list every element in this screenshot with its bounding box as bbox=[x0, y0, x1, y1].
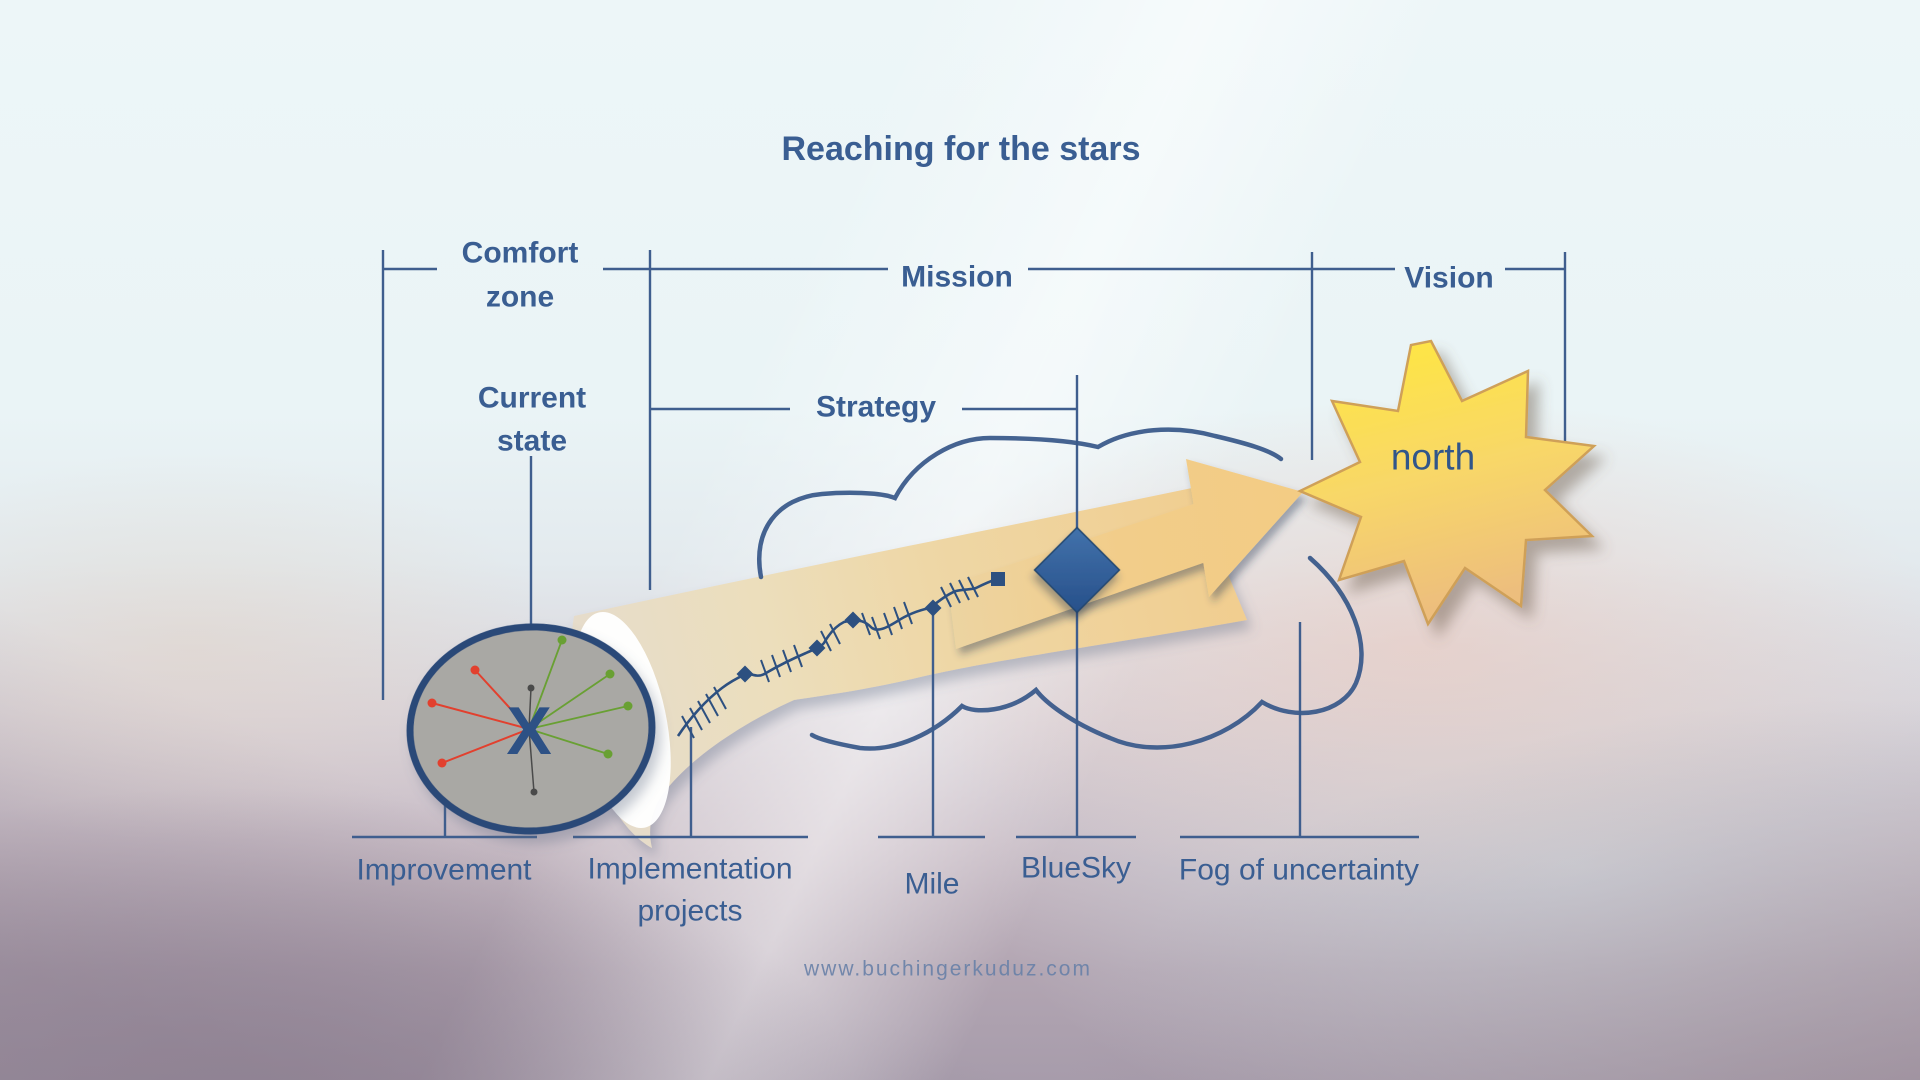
north-label: north bbox=[1391, 437, 1475, 478]
bracket-label-strategy: Strategy bbox=[816, 391, 936, 424]
bracket-label-comfort: Comfort bbox=[462, 237, 579, 270]
website-url: www.buchingerkuduz.com bbox=[803, 958, 1092, 981]
milestone-diamond bbox=[808, 639, 826, 657]
bracket-label-mission: Mission bbox=[901, 261, 1013, 294]
bracket-lines bbox=[381, 250, 1567, 700]
page-title: Reaching for the stars bbox=[782, 130, 1141, 168]
spoke-dots bbox=[427, 635, 633, 796]
label-state: state bbox=[497, 425, 567, 458]
label-fog-of-uncertainty: Fog of uncertainty bbox=[1179, 854, 1419, 887]
comfort-zone-ellipse-group: X bbox=[406, 623, 656, 835]
milestone-diamond bbox=[924, 599, 942, 617]
milestone-end-square bbox=[991, 572, 1005, 586]
improvement-spokes bbox=[431, 639, 629, 793]
arrow-head bbox=[1186, 459, 1303, 597]
north-star-group: north bbox=[1296, 339, 1597, 627]
bracket-label-zone: zone bbox=[486, 281, 554, 314]
milestone-diamond bbox=[736, 665, 754, 683]
cloud-top-edge bbox=[757, 427, 1284, 580]
label-projects: projects bbox=[637, 895, 742, 928]
cloud-bottom-edge bbox=[809, 555, 1364, 751]
cloud-outline bbox=[757, 427, 1364, 751]
label-mile: Mile bbox=[904, 868, 959, 901]
label-bluesky: BlueSky bbox=[1021, 852, 1131, 885]
bluesky-diamond bbox=[1033, 526, 1121, 614]
milestone-path bbox=[676, 572, 1005, 739]
label-improvement: Improvement bbox=[356, 854, 532, 887]
milestone-markers bbox=[736, 572, 1005, 683]
hatch-marks bbox=[681, 576, 979, 739]
current-state-x-marker: X bbox=[506, 693, 551, 769]
label-current: Current bbox=[478, 382, 586, 415]
milestone-diamond bbox=[844, 611, 862, 629]
north-star bbox=[1296, 339, 1597, 627]
label-implementation: Implementation bbox=[587, 853, 792, 886]
bracket-label-vision: Vision bbox=[1404, 262, 1493, 295]
